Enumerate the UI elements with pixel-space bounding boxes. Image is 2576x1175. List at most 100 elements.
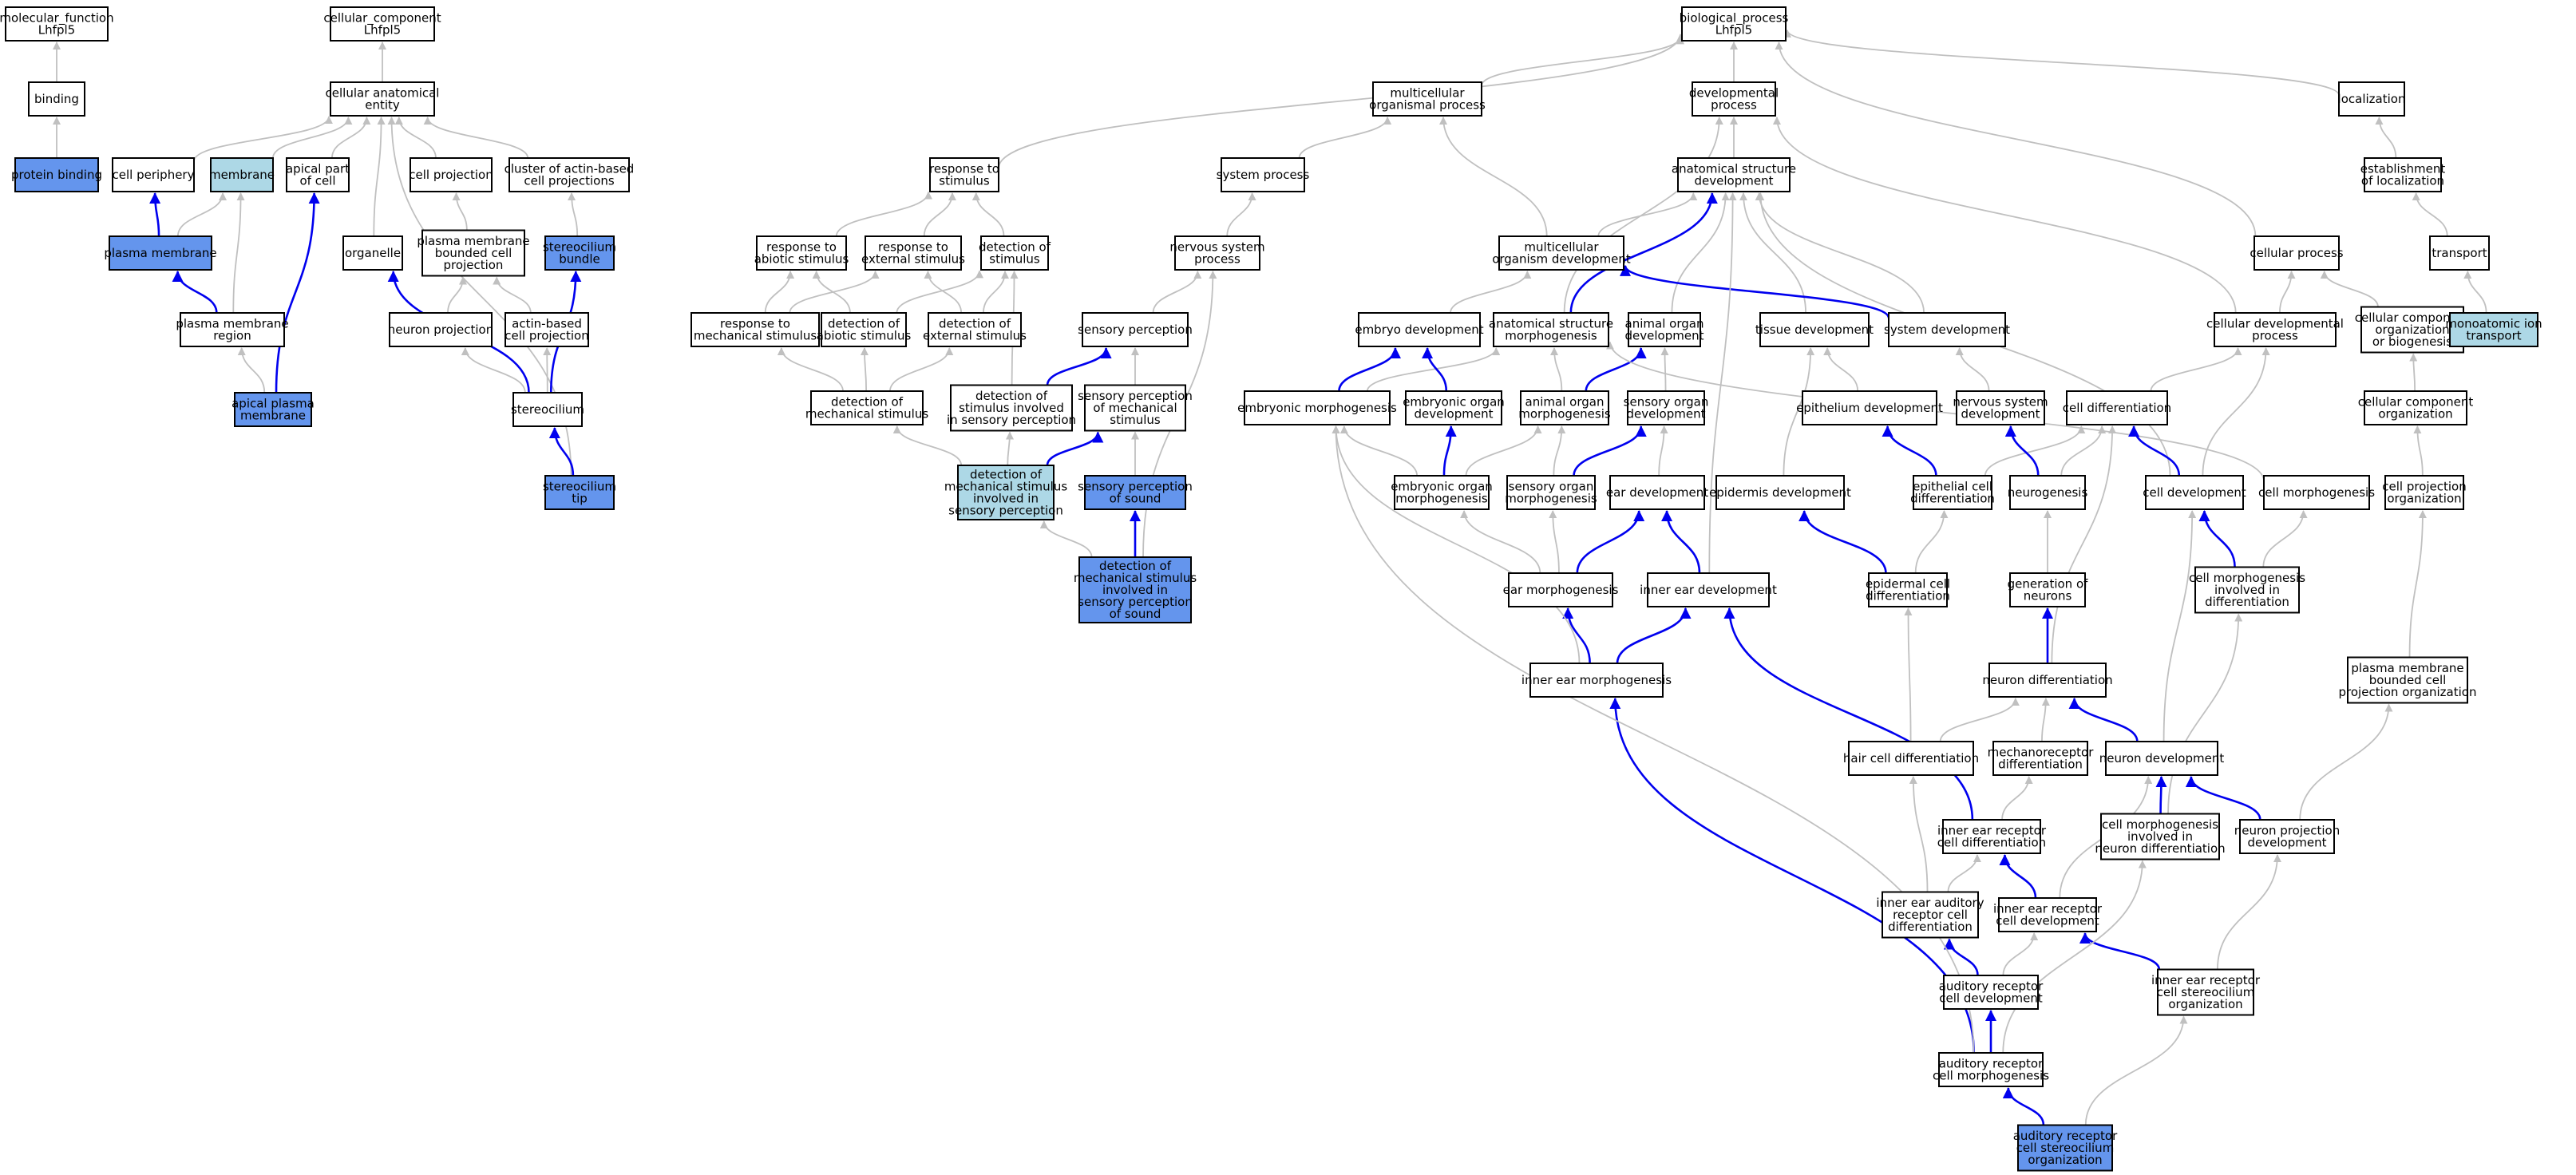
node-ear-morph[interactable]: ear morphogenesis [1503, 572, 1619, 607]
node-stereocilium[interactable]: stereocilium [511, 392, 584, 427]
node-localization[interactable]: localization [2338, 81, 2406, 117]
edge-cell_dev-to-cell_differentiation [2128, 425, 2181, 477]
node-neuron-dev[interactable]: neuron development [2099, 741, 2225, 776]
node-cell-projection[interactable]: cell projection [409, 157, 493, 192]
node-cell-morphogenesis[interactable]: cell morphogenesis [2258, 475, 2375, 510]
node-label-line: process [2252, 329, 2298, 343]
node-neuron-diff[interactable]: neuron differentiation [1982, 663, 2113, 698]
node-embryonic-morph[interactable]: embryonic morphogenesis [1237, 390, 1397, 425]
edge-detection_external-to-detection_stimulus [983, 271, 1010, 314]
node-cell-differentiation[interactable]: cell differentiation [2063, 390, 2171, 425]
node-neuron-projection[interactable]: neuron projection [388, 312, 493, 347]
node-box [1988, 663, 2107, 698]
node-ear-dev[interactable]: ear development [1606, 475, 1708, 510]
node-membrane[interactable]: membrane [209, 157, 275, 192]
node-sensory-perception[interactable]: sensory perception [1078, 312, 1193, 347]
node-embryo-dev[interactable]: embryo development [1355, 312, 1484, 347]
node-plasma-membrane[interactable]: plasma membrane [104, 235, 217, 271]
node-neurogenesis[interactable]: neurogenesis [2008, 475, 2088, 510]
node-transport[interactable]: transport [2429, 235, 2490, 271]
node-binding[interactable]: binding [28, 81, 85, 117]
edge-epidermis_dev-to-tissue_dev [1783, 347, 1815, 477]
node-tissue-dev[interactable]: tissue development [1755, 312, 1874, 347]
node-inner-ear-dev[interactable]: inner ear development [1640, 572, 1777, 607]
node-epithelium-dev[interactable]: epithelium development [1796, 390, 1943, 425]
node-system-process[interactable]: system process [1217, 157, 1310, 192]
node-cell-periphery[interactable]: cell periphery [112, 157, 195, 192]
node-label-line: embryonic organ [1403, 395, 1505, 409]
node-box [1405, 390, 1502, 425]
node-protein-binding[interactable]: protein binding [11, 157, 102, 192]
edge-pm_bounded-to-cell_projection [452, 192, 468, 231]
node-cell-dev[interactable]: cell development [2143, 475, 2246, 510]
node-box [1627, 390, 1705, 425]
edge-inner_ear_morph-to-ear_morph [1562, 607, 1591, 664]
node-cellular-process[interactable]: cellular process [2250, 235, 2344, 271]
node-system-dev[interactable]: system development [1884, 312, 2010, 347]
node-epidermis-dev[interactable]: epidermis development [1709, 475, 1851, 510]
edge-inner_ear_morph-to-embryonic_morph [1332, 425, 1581, 664]
node-inner-ear-morph[interactable]: inner ear morphogenesis [1521, 663, 1672, 698]
node-organelle[interactable]: organelle [342, 235, 403, 271]
node-hair-cell-diff[interactable]: hair cell differentiation [1843, 741, 1979, 776]
